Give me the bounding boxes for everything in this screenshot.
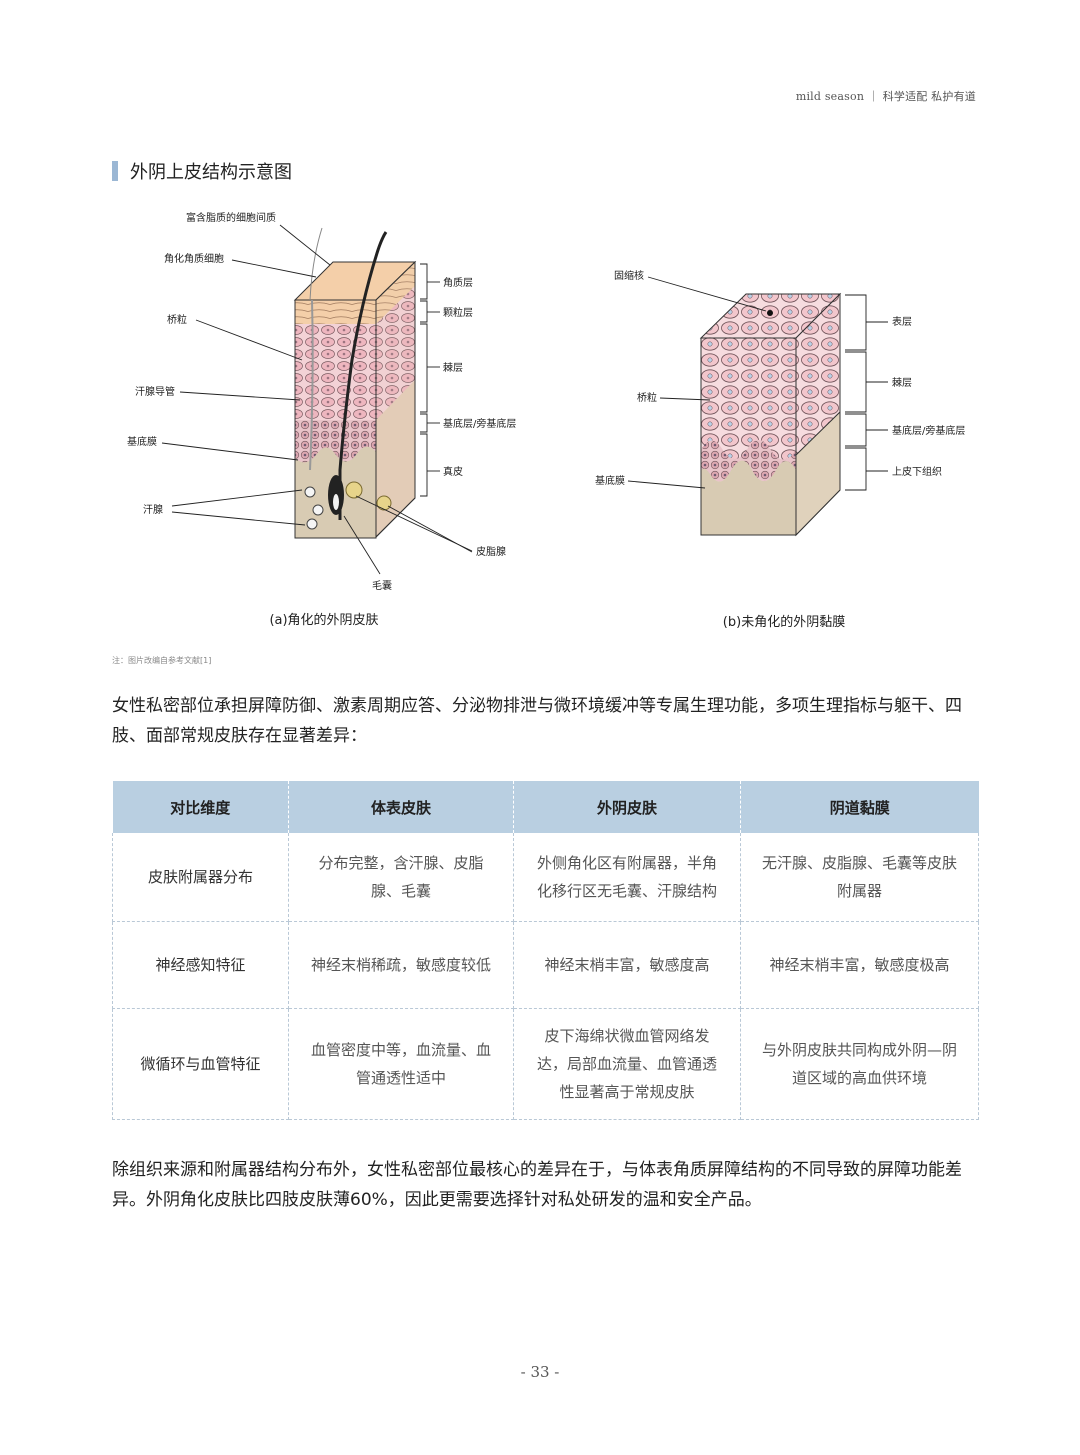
label-desmosome-right: 桥粒 (637, 391, 657, 404)
label-stratum-corneum: 角质层 (443, 277, 473, 289)
label-basal-right: 基底层/旁基底层 (892, 424, 965, 437)
label-lipid: 富含脂质的细胞间质 (186, 211, 276, 224)
comparison-table: 对比维度 体表皮肤 外阴皮肤 阴道黏膜 皮肤附属器分布 分布完整，含汗腺、皮脂腺… (112, 781, 979, 1120)
table-cell: 血管密度中等，血流量、血管通透性适中 (288, 1008, 514, 1120)
table-row: 微循环与血管特征 血管密度中等，血流量、血管通透性适中 皮下海绵状微血管网络发达… (112, 1008, 979, 1120)
caption-keratinized: (a)角化的外阴皮肤 (269, 612, 378, 628)
label-follicle: 毛囊 (372, 579, 392, 592)
table-cell: 神经末梢丰富，敏感度高 (513, 921, 741, 1009)
label-basement-left: 基底膜 (127, 435, 157, 448)
label-basal-left: 基底层/旁基底层 (443, 417, 516, 430)
label-subepithelial: 上皮下组织 (892, 465, 942, 478)
epithelium-diagram: 富含脂质的细胞间质 角化角质细胞 桥粒 汗腺导管 基底膜 汗腺 毛囊 皮脂腺 角… (127, 211, 965, 630)
intro-paragraph: 女性私密部位承担屏障防御、激素周期应答、分泌物排泄与微环境缓冲等专属生理功能，多… (112, 696, 962, 746)
table-row: 皮肤附属器分布 分布完整，含汗腺、皮脂腺、毛囊 外侧角化区有附属器，半角化移行区… (112, 833, 979, 922)
table-cell: 微循环与血管特征 (112, 1008, 289, 1120)
header-vaginal-mucosa: 阴道黏膜 (740, 781, 979, 833)
section-heading: 外阴上皮结构示意图 (112, 158, 292, 184)
conclusion-paragraph: 除组织来源和附属器结构分布外，女性私密部位最核心的差异在于，与体表角质屏障结构的… (112, 1160, 962, 1210)
table-cell: 神经末梢丰富，敏感度极高 (740, 921, 979, 1009)
section-accent-bar (112, 161, 118, 181)
header-vulvar-skin: 外阴皮肤 (513, 781, 741, 833)
right-leader-lines (627, 276, 888, 491)
label-desmosome-left: 桥粒 (167, 313, 187, 326)
label-dermis: 真皮 (443, 465, 463, 478)
label-basement-right: 基底膜 (595, 474, 625, 487)
header-dimension: 对比维度 (112, 781, 289, 833)
table-cell: 外侧角化区有附属器，半角化移行区无毛囊、汗腺结构 (513, 833, 741, 922)
label-nucleus: 固缩核 (614, 269, 644, 282)
header-body-skin: 体表皮肤 (288, 781, 514, 833)
page-number: - 33 - (520, 1363, 560, 1381)
table-cell: 神经末梢稀疏，敏感度较低 (288, 921, 514, 1009)
table-cell: 神经感知特征 (112, 921, 289, 1009)
label-sweat-gland: 汗腺 (143, 503, 163, 516)
section-title: 外阴上皮结构示意图 (130, 162, 292, 183)
keratinized-skin-block (293, 227, 417, 539)
running-header: mild season ｜ 科学适配 私护有道 (795, 90, 976, 103)
label-spinous-left: 棘层 (443, 362, 463, 374)
table-cell: 皮下海绵状微血管网络发达，局部血流量、血管通透性显著高于常规皮肤 (513, 1008, 741, 1120)
table-cell: 皮肤附属器分布 (112, 833, 289, 922)
figure-note: 注：图片改编自参考文献[1] (112, 656, 212, 665)
table-cell: 无汗腺、皮脂腺、毛囊等皮肤附属器 (740, 833, 979, 922)
label-granular: 颗粒层 (443, 306, 473, 319)
left-leader-lines (161, 224, 473, 575)
table-cell: 与外阴皮肤共同构成外阴—阴道区域的高血供环境 (740, 1008, 979, 1120)
label-spinous-right: 棘层 (892, 377, 912, 389)
table-cell: 分布完整，含汗腺、皮脂腺、毛囊 (288, 833, 514, 922)
caption-mucosa: (b)未角化的外阴黏膜 (723, 614, 845, 630)
table-header-row: 对比维度 体表皮肤 外阴皮肤 阴道黏膜 (112, 781, 979, 833)
label-surface: 表层 (892, 315, 912, 328)
table-row: 神经感知特征 神经末梢稀疏，敏感度较低 神经末梢丰富，敏感度高 神经末梢丰富，敏… (112, 921, 979, 1009)
label-keratinocyte: 角化角质细胞 (164, 252, 224, 265)
mucosa-block (699, 292, 842, 537)
label-sweat-duct: 汗腺导管 (135, 385, 175, 398)
label-sebaceous: 皮脂腺 (476, 545, 506, 558)
